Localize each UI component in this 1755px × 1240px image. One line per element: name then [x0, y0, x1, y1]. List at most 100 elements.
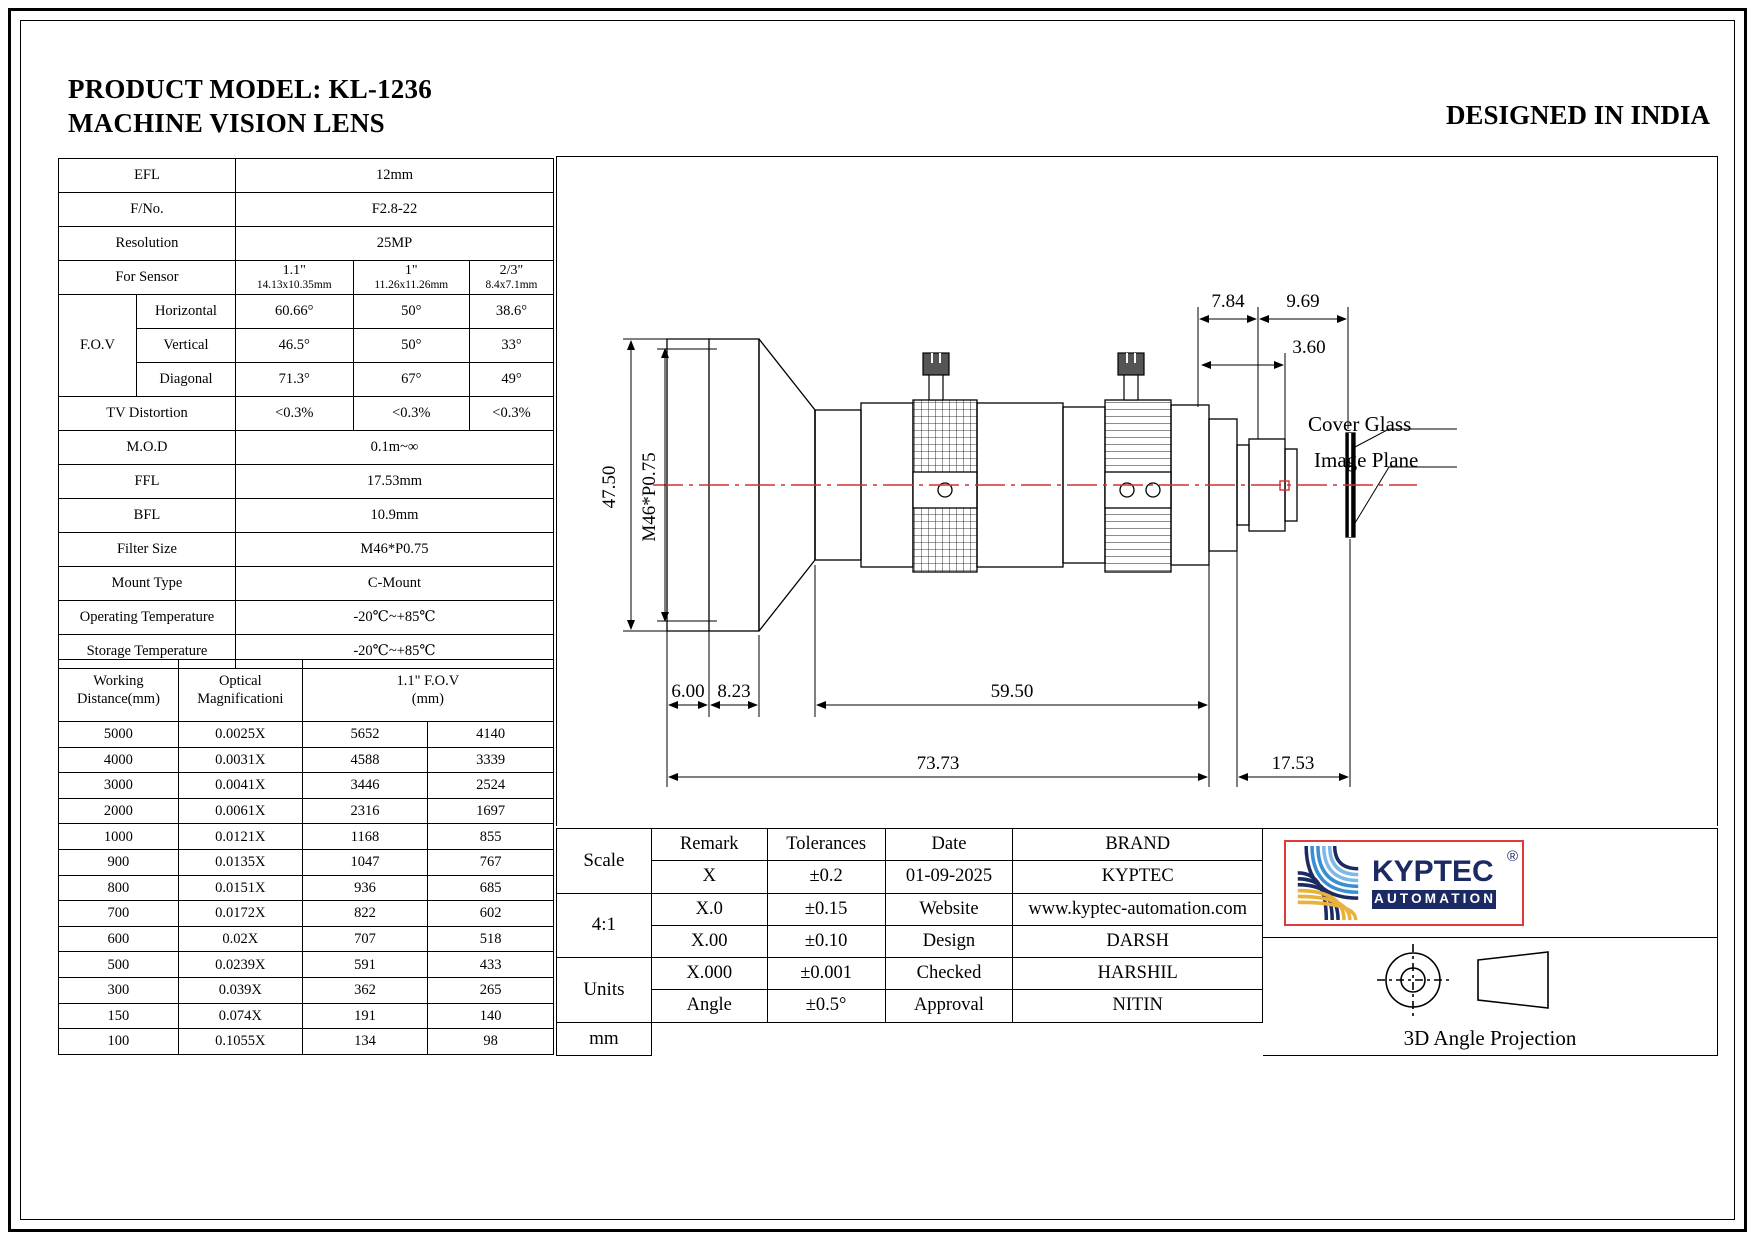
table-row: 4:1 X.0 ±0.15 Website www.kyptec-automat… — [556, 892, 1263, 958]
dim-text-body: 59.50 — [991, 681, 1034, 702]
tolerance-remark-1: X — [650, 860, 768, 894]
col-header-date: Date — [884, 827, 1014, 862]
table-row: X.00 ±0.10 Design DARSH — [557, 924, 1263, 959]
table-row: TV Distortion <0.3% <0.3% <0.3% — [58, 396, 555, 431]
wd-cell-magnification: 0.0239X — [177, 951, 303, 978]
designed-in-label: DESIGNED IN INDIA — [1445, 100, 1710, 130]
header-line-1: 1.1" F.O.V — [396, 673, 460, 690]
logo-box: KYPTEC AUTOMATION ® — [1284, 840, 1524, 926]
table-row: Diagonal 71.3° 67° 49° — [59, 362, 555, 397]
wd-cell-fov-height: 433 — [427, 951, 554, 978]
fov-diagonal-2: 67° — [352, 362, 470, 397]
spec-label-tv-distortion: TV Distortion — [58, 396, 236, 431]
units-value: mm — [556, 1021, 652, 1056]
header-line-1: Optical — [218, 673, 262, 690]
spec-value-mod: 0.1m~∞ — [234, 430, 555, 465]
fov-vertical-1: 46.5° — [234, 328, 354, 363]
spec-label-ffl: FFL — [58, 464, 236, 499]
leader-lines — [1354, 428, 1457, 524]
meta-value-5: NITIN — [1012, 989, 1263, 1023]
wd-cell-fov-width: 362 — [301, 976, 429, 1004]
lens-cross-section-drawing: 47.50 M46*P0.75 6.00 8.23 59.50 73.73 17… — [599, 291, 1457, 787]
wd-cell-magnification: 0.0151X — [177, 874, 303, 902]
meta-field-3: Design — [884, 924, 1014, 959]
logo-wrap: KYPTEC AUTOMATION ® — [1272, 835, 1708, 931]
axis-marker — [1279, 480, 1290, 491]
spec-label-mount-type: Mount Type — [58, 566, 236, 601]
table-row: BFL 10.9mm — [58, 498, 555, 533]
fov-vertical-3: 33° — [468, 328, 555, 363]
fov-row-label-vertical: Vertical — [136, 328, 236, 363]
logo-name: KYPTEC — [1372, 855, 1494, 889]
table-row: For Sensor 1.1" 14.13x10.35mm 1" 11.26x1… — [58, 260, 555, 295]
tolerance-remark-5: Angle — [650, 989, 768, 1023]
meta-value-4: HARSHIL — [1012, 956, 1263, 991]
wd-cell-distance: 100 — [58, 1028, 179, 1055]
table-row: Scale Remark Tolerances Date BRAND — [556, 827, 1263, 894]
tv-distortion-3: <0.3% — [468, 396, 555, 431]
fov-horizontal-3: 38.6° — [468, 294, 555, 329]
product-model-line: PRODUCT MODEL: KL-1236 — [68, 74, 432, 104]
wd-cell-magnification: 0.1055X — [177, 1028, 303, 1055]
meta-field-4: Checked — [884, 956, 1014, 991]
registered-trademark-icon: ® — [1506, 848, 1518, 865]
sensor-size: 1" — [404, 263, 418, 279]
set-screw-1 — [922, 352, 950, 401]
dim-text-taper: 8.23 — [717, 681, 750, 702]
wd-cell-distance: 700 — [58, 900, 179, 927]
sensor-column-2: 1" 11.26x11.26mm — [352, 260, 470, 295]
logo-text: KYPTEC AUTOMATION — [1372, 855, 1497, 909]
wd-cell-fov-height: 767 — [427, 848, 554, 876]
tolerance-remark-3: X.00 — [650, 924, 768, 959]
wd-cell-fov-width: 822 — [301, 900, 429, 927]
fov-row-label-horizontal: Horizontal — [136, 294, 236, 329]
col-header-optical-magnification: Optical Magnificationi — [177, 659, 303, 722]
dim-text-360: 3.60 — [1292, 337, 1325, 358]
wd-cell-magnification: 0.0041X — [177, 772, 303, 799]
wd-cell-fov-height: 265 — [427, 976, 554, 1004]
tolerance-value-2: ±0.15 — [766, 892, 886, 926]
table-row: Vertical 46.5° 50° 33° — [59, 328, 555, 363]
spec-value-operating-temp: -20℃~+85℃ — [234, 600, 555, 635]
spec-label-sensor: For Sensor — [58, 260, 236, 295]
table-row: M.O.D 0.1m~∞ — [58, 430, 555, 465]
wd-cell-fov-width: 2316 — [301, 797, 429, 825]
spec-label-bfl: BFL — [58, 498, 236, 533]
spec-label-fno: F/No. — [58, 192, 236, 227]
tolerance-remark-4: X.000 — [650, 956, 768, 991]
wd-cell-fov-height: 140 — [427, 1002, 554, 1030]
title-block-table: Scale Remark Tolerances Date BRAND X ±0.… — [556, 827, 1263, 1056]
table-header-row: Working Distance(mm) Optical Magnificati… — [58, 659, 555, 722]
wd-cell-distance: 600 — [58, 925, 179, 953]
wd-cell-fov-height: 4140 — [427, 721, 554, 748]
dim-text-height: 47.50 — [599, 466, 620, 509]
fov-horizontal-2: 50° — [352, 294, 470, 329]
wd-cell-fov-width: 707 — [301, 925, 429, 953]
wd-cell-distance: 900 — [58, 848, 179, 876]
wd-cell-fov-width: 4588 — [301, 746, 429, 774]
col-header-tolerances: Tolerances — [766, 827, 886, 862]
header-line-2: Magnificationi — [197, 690, 284, 707]
units-label: Units — [556, 957, 652, 1023]
wd-cell-distance: 4000 — [58, 746, 179, 774]
table-row: Resolution 25MP — [58, 226, 555, 261]
sheet-inner-border — [20, 20, 1735, 1220]
table-row: Units X.000 ±0.001 Checked HARSHIL — [556, 956, 1263, 1023]
col-header-brand: BRAND — [1012, 827, 1263, 862]
set-screw-2 — [1117, 352, 1145, 401]
meta-field-5: Approval — [884, 989, 1014, 1023]
table-row: F/No. F2.8-22 — [58, 192, 555, 227]
sensor-size: 1.1" — [282, 263, 306, 279]
brand-and-projection-area: KYPTEC AUTOMATION ® — [1263, 828, 1718, 1056]
wd-cell-distance: 3000 — [58, 772, 179, 799]
fov-row-label-diagonal: Diagonal — [136, 362, 236, 397]
wd-cell-distance: 500 — [58, 951, 179, 978]
wd-cell-fov-height: 1697 — [427, 797, 554, 825]
spec-label-operating-temp: Operating Temperature — [58, 600, 236, 635]
table-row: FFL 17.53mm — [58, 464, 555, 499]
